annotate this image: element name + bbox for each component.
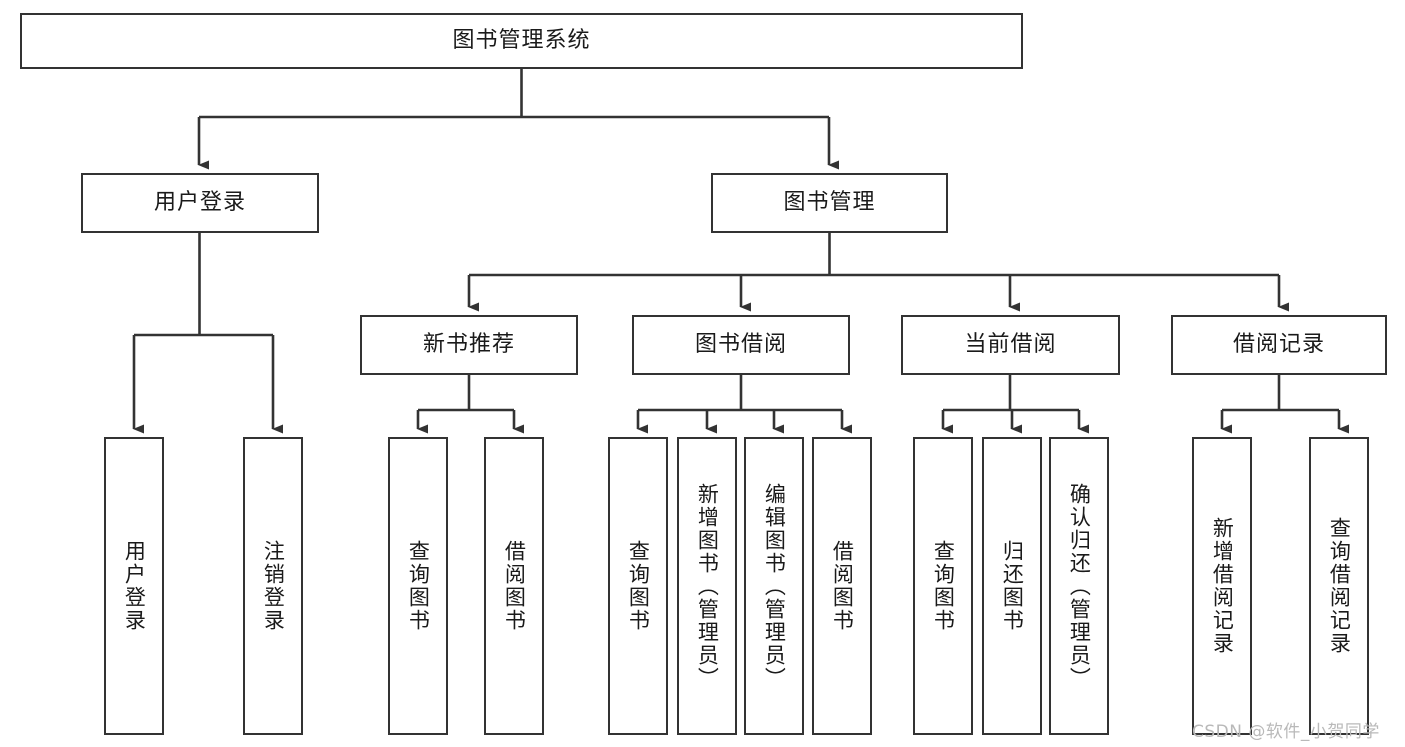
leaf-node[interactable]: 查询图书 (388, 437, 448, 735)
leaf-node-label: 确认归还（管理员） (1067, 482, 1092, 690)
node-book-borrow[interactable]: 图书借阅 (632, 315, 850, 375)
leaf-node[interactable]: 借阅图书 (812, 437, 872, 735)
leaf-node[interactable]: 确认归还（管理员） (1049, 437, 1109, 735)
node-root[interactable]: 图书管理系统 (20, 13, 1023, 69)
leaf-node-label: 查询图书 (931, 540, 956, 632)
node-book-borrow-label: 图书借阅 (694, 332, 787, 358)
csdn-watermark: CSDN @软件_小贺同学 (1192, 722, 1380, 742)
node-current-borrow[interactable]: 当前借阅 (901, 315, 1120, 375)
node-book-management[interactable]: 图书管理 (711, 173, 948, 233)
leaf-node-label: 注销登录 (261, 540, 286, 632)
leaf-node-label: 借阅图书 (502, 540, 527, 632)
leaf-node[interactable]: 查询借阅记录 (1309, 437, 1369, 735)
leaf-node[interactable]: 新增借阅记录 (1192, 437, 1252, 735)
leaf-node[interactable]: 归还图书 (982, 437, 1042, 735)
leaf-node[interactable]: 查询图书 (608, 437, 668, 735)
leaf-node-label: 查询图书 (406, 540, 431, 632)
leaf-node-label: 借阅图书 (830, 540, 855, 632)
node-new-book-recommend-label: 新书推荐 (422, 332, 515, 358)
leaf-node[interactable]: 编辑图书（管理员） (744, 437, 804, 735)
node-new-book-recommend[interactable]: 新书推荐 (360, 315, 578, 375)
node-borrow-record-label: 借阅记录 (1232, 332, 1325, 358)
leaf-node[interactable]: 新增图书（管理员） (677, 437, 737, 735)
node-book-management-label: 图书管理 (783, 190, 876, 216)
leaf-node[interactable]: 用户登录 (104, 437, 164, 735)
leaf-node[interactable]: 查询图书 (913, 437, 973, 735)
node-user-login[interactable]: 用户登录 (81, 173, 319, 233)
node-current-borrow-label: 当前借阅 (964, 332, 1057, 358)
leaf-node[interactable]: 借阅图书 (484, 437, 544, 735)
leaf-node-label: 查询借阅记录 (1327, 517, 1352, 655)
leaf-node-label: 新增借阅记录 (1210, 517, 1235, 655)
leaf-node-label: 新增图书（管理员） (695, 482, 720, 690)
leaf-node-label: 查询图书 (626, 540, 651, 632)
leaf-node-label: 编辑图书（管理员） (762, 482, 787, 690)
node-root-label: 图书管理系统 (452, 28, 591, 54)
leaf-node-label: 用户登录 (122, 540, 147, 632)
leaf-node-label: 归还图书 (1000, 540, 1025, 632)
node-borrow-record[interactable]: 借阅记录 (1171, 315, 1387, 375)
node-user-login-label: 用户登录 (153, 190, 246, 216)
leaf-node[interactable]: 注销登录 (243, 437, 303, 735)
